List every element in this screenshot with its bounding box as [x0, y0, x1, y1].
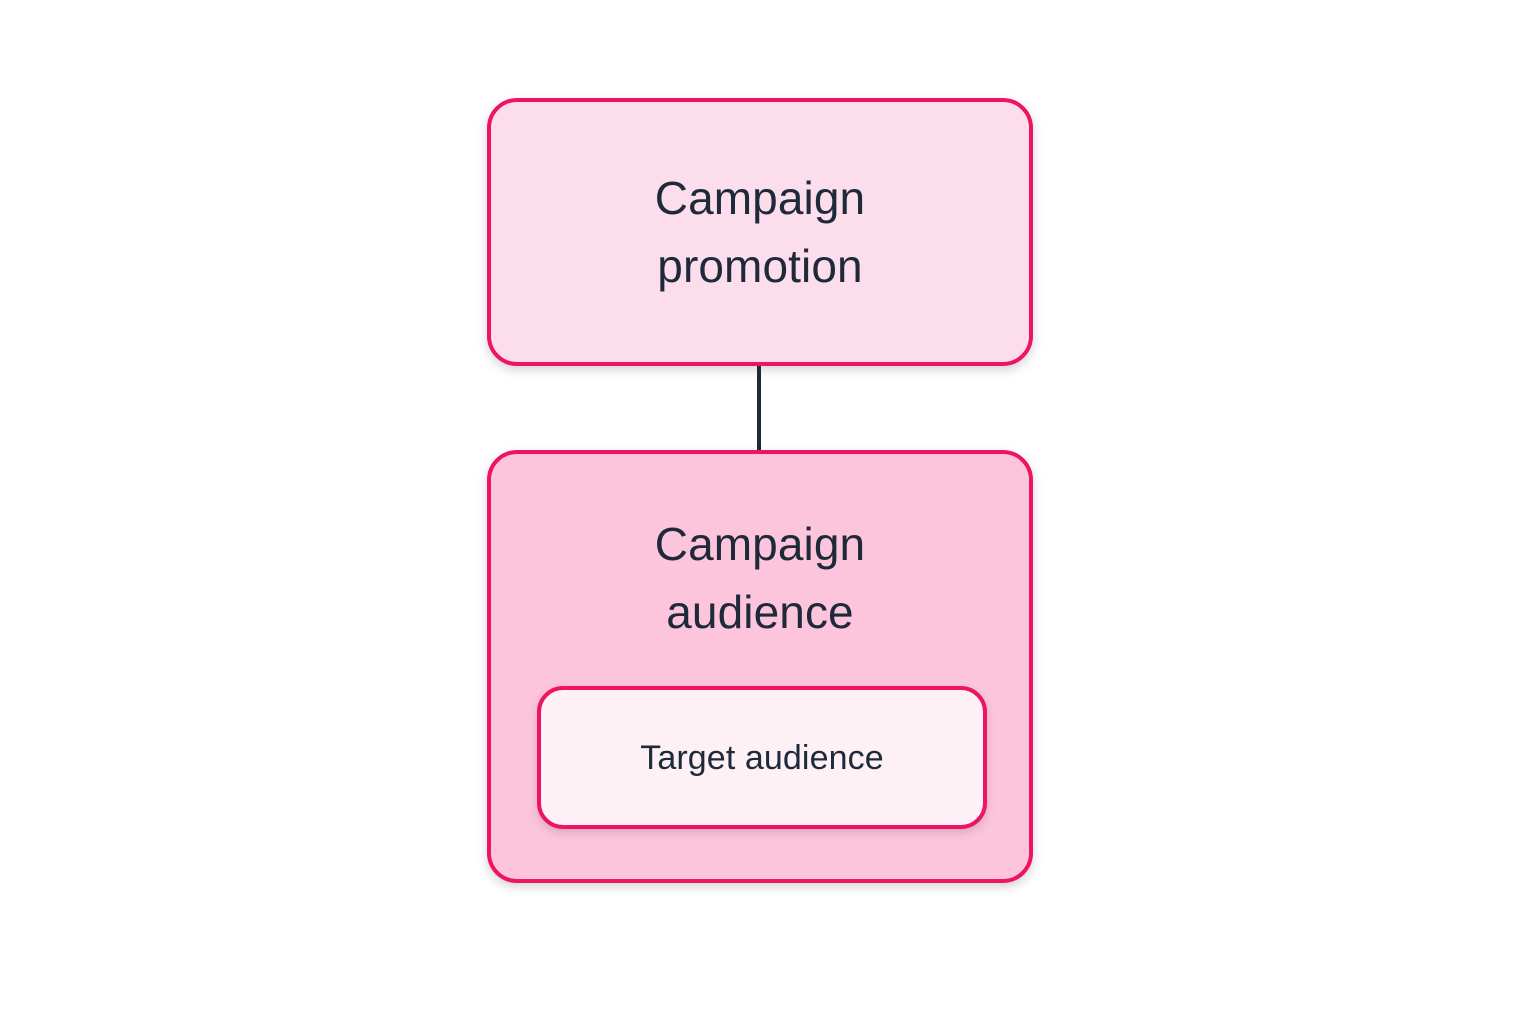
- node-target-audience[interactable]: Target audience: [537, 686, 987, 829]
- edge-promotion-to-audience: [757, 365, 761, 451]
- node-campaign-promotion[interactable]: Campaign promotion: [487, 98, 1033, 366]
- node-campaign-audience-label: Campaign audience: [654, 518, 866, 638]
- node-campaign-promotion-label: Campaign promotion: [654, 172, 866, 292]
- node-target-audience-label: Target audience: [640, 738, 884, 777]
